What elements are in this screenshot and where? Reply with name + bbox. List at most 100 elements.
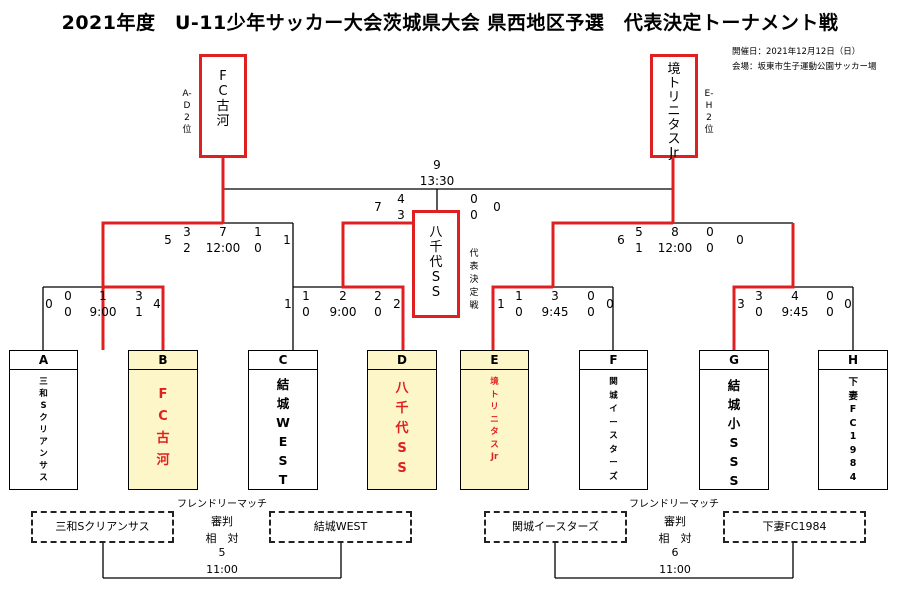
score: 0 — [606, 297, 614, 311]
final-team-name: 八千代SS — [429, 225, 443, 300]
score: 0 — [45, 297, 53, 311]
score: 1 — [284, 297, 292, 311]
match-time: 13:30 — [419, 174, 455, 188]
team-letter: C — [249, 351, 317, 370]
match-time: 9:45 — [541, 305, 569, 319]
friendly-team-box: 結城WEST — [269, 511, 412, 543]
score: 1 — [135, 305, 143, 319]
match-time: 11:00 — [659, 563, 691, 576]
match-time: 12:00 — [657, 241, 693, 255]
team-name: 結城WEST — [276, 377, 290, 487]
score: 1 — [302, 289, 310, 303]
match-number: 9 — [433, 158, 441, 172]
score: 0 — [374, 305, 382, 319]
friendly-team-box: 三和Sクリアンサス — [31, 511, 174, 543]
friendly-team-name: 結城WEST — [313, 520, 368, 533]
team-name: 八千代SS — [395, 381, 409, 476]
team-name: 境トリニタスJr — [490, 377, 499, 462]
match-time: 9:00 — [329, 305, 357, 319]
team-name: 下妻FC1984 — [848, 377, 859, 483]
score: 5 — [164, 233, 172, 247]
score: 6 — [617, 233, 625, 247]
score: 0 — [302, 305, 310, 319]
team-box-h: H 下妻FC1984 — [818, 350, 888, 490]
seed-box-right: 境トリニタスJr — [650, 54, 698, 161]
winner-path — [491, 285, 553, 350]
match-time: 11:00 — [206, 563, 238, 576]
team-box-b: B FC古河 — [128, 350, 198, 490]
seed-name-left: FC古河 — [216, 69, 230, 129]
match-number: 7 — [219, 225, 227, 239]
score: 0 — [844, 297, 852, 311]
score: 0 — [587, 289, 595, 303]
team-name: 結城小SSS — [727, 378, 741, 488]
score: 3 — [135, 289, 143, 303]
score: 0 — [706, 241, 714, 255]
score: 1 — [283, 233, 291, 247]
match-number: 2 — [339, 289, 347, 303]
score: 0 — [826, 289, 834, 303]
match-number: 3 — [551, 289, 559, 303]
match-number: 6 — [671, 546, 679, 559]
team-box-e: E 境トリニタスJr — [460, 350, 529, 490]
team-name: 関城イースターズ — [609, 377, 618, 482]
score: 2 — [393, 297, 401, 311]
score: 0 — [470, 208, 478, 222]
match-number: 5 — [218, 546, 226, 559]
referee-assignment: 相 対 — [205, 532, 239, 545]
friendly-heading: フレンドリーマッチ — [629, 499, 719, 510]
score: 0 — [493, 200, 501, 214]
friendly-team-name: 三和Sクリアンサス — [55, 520, 150, 533]
team-letter: G — [700, 351, 768, 370]
team-box-a: A 三和Sクリアンサス — [9, 350, 78, 490]
score: 4 — [397, 192, 405, 206]
friendly-team-box: 関城イースターズ — [484, 511, 627, 543]
match-time: 9:00 — [89, 305, 117, 319]
referee-label: 審判 — [211, 515, 233, 528]
score: 1 — [254, 225, 262, 239]
referee-assignment: 相 対 — [658, 532, 692, 545]
score: 5 — [635, 225, 643, 239]
team-letter: B — [129, 351, 197, 370]
team-name: 三和Sクリアンサス — [39, 377, 48, 483]
team-letter: D — [368, 351, 436, 370]
score: 0 — [736, 233, 744, 247]
score: 1 — [497, 297, 505, 311]
score: 0 — [470, 192, 478, 206]
score: 7 — [374, 200, 382, 214]
score: 0 — [515, 305, 523, 319]
score: 3 — [183, 225, 191, 239]
score: 3 — [755, 289, 763, 303]
friendly-heading: フレンドリーマッチ — [177, 499, 267, 510]
score: 4 — [153, 297, 161, 311]
team-letter: A — [10, 351, 77, 370]
score: 3 — [397, 208, 405, 222]
score: 0 — [64, 305, 72, 319]
score: 0 — [826, 305, 834, 319]
seed-label-left: A-D2位 — [182, 89, 192, 135]
score: 1 — [635, 241, 643, 255]
team-box-f: F 関城イースターズ — [579, 350, 648, 490]
score: 0 — [755, 305, 763, 319]
score: 3 — [737, 297, 745, 311]
team-letter: H — [819, 351, 887, 370]
final-box: 八千代SS — [412, 210, 460, 318]
score: 1 — [515, 289, 523, 303]
score: 0 — [587, 305, 595, 319]
match-number: 8 — [671, 225, 679, 239]
team-box-c: C 結城WEST — [248, 350, 318, 490]
final-note: 代表決定戦 — [469, 249, 479, 311]
score: 0 — [64, 289, 72, 303]
match-time: 9:45 — [781, 305, 809, 319]
team-letter: F — [580, 351, 647, 370]
winner-path — [551, 221, 673, 287]
seed-box-left: FC古河 — [199, 54, 247, 158]
match-time: 12:00 — [205, 241, 241, 255]
winner-path — [101, 221, 223, 350]
page-title: 2021年度 U-11少年サッカー大会茨城県大会 県西地区予選 代表決定トーナメ… — [61, 12, 839, 34]
score: 0 — [254, 241, 262, 255]
team-letter: E — [461, 351, 528, 370]
friendly-team-name: 下妻FC1984 — [762, 520, 827, 533]
friendly-team-name: 関城イースターズ — [512, 520, 599, 533]
